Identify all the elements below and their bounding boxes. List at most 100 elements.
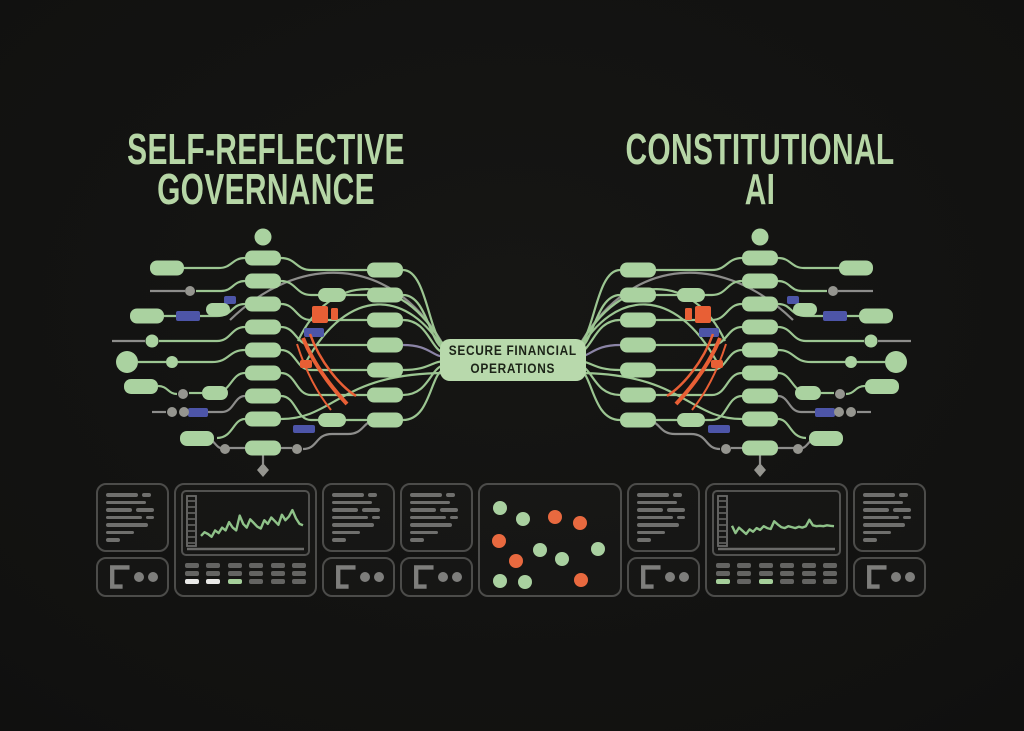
dashboard-panel-text-2 bbox=[322, 483, 395, 597]
title-right: CONSTITUTIONAL AI bbox=[617, 128, 903, 215]
indicator-dash bbox=[291, 579, 306, 584]
scatter-dot-orange bbox=[573, 516, 587, 530]
indicator-dash bbox=[716, 571, 730, 576]
text-line-row bbox=[332, 493, 385, 497]
scatter-dot-orange bbox=[492, 534, 506, 548]
indicator-dash bbox=[822, 571, 837, 576]
text-line-row bbox=[332, 515, 385, 520]
status-card bbox=[96, 557, 169, 597]
log-text-card bbox=[627, 483, 700, 552]
text-line-row bbox=[637, 500, 690, 505]
indicator-dash bbox=[291, 571, 306, 576]
indicator-dash bbox=[780, 563, 795, 568]
text-line-row bbox=[637, 530, 690, 535]
indicator-dash bbox=[270, 563, 285, 568]
center-box: SECURE FINANCIAL OPERATIONS bbox=[440, 339, 586, 381]
dashboard-panel-chart-left bbox=[174, 483, 317, 597]
text-line-row bbox=[863, 500, 916, 505]
text-line-row bbox=[863, 508, 916, 512]
dashboard-panel-text-1 bbox=[96, 483, 169, 597]
log-text-card bbox=[96, 483, 169, 552]
indicator-dash bbox=[291, 563, 306, 568]
indicator-dash bbox=[227, 563, 242, 568]
scatter-dot-green bbox=[591, 542, 605, 556]
indicator-dash bbox=[716, 563, 730, 568]
log-text-card bbox=[400, 483, 473, 552]
indicator-dash bbox=[801, 579, 816, 584]
scatter-plot bbox=[492, 501, 605, 589]
dashboard-panel-text-5 bbox=[853, 483, 926, 597]
sparkline-path bbox=[730, 518, 835, 536]
indicator-dash bbox=[206, 579, 221, 584]
scatter-dot-green bbox=[516, 512, 530, 526]
log-text-card bbox=[853, 483, 926, 552]
sparkline-path bbox=[200, 508, 304, 538]
center-box-line2: OPERATIONS bbox=[470, 361, 556, 376]
axis-ruler bbox=[186, 495, 197, 547]
status-dots-icon bbox=[891, 572, 915, 582]
network-left bbox=[110, 226, 448, 479]
chart-card bbox=[705, 483, 848, 597]
center-box-line1: SECURE FINANCIAL bbox=[448, 343, 578, 359]
text-line-row bbox=[106, 493, 159, 497]
network-right bbox=[575, 226, 913, 479]
sparkline-left-box bbox=[181, 490, 310, 556]
indicator-dash bbox=[270, 571, 285, 576]
indicator-dash bbox=[780, 571, 795, 576]
text-line-row bbox=[106, 500, 159, 505]
indicator-dash bbox=[716, 579, 730, 584]
text-line-row bbox=[410, 515, 463, 520]
terminal-bracket-icon bbox=[867, 565, 887, 589]
status-dots-icon bbox=[360, 572, 384, 582]
status-card bbox=[627, 557, 700, 597]
dashboard-panel-text-3 bbox=[400, 483, 473, 597]
terminal-bracket-icon bbox=[641, 565, 661, 589]
text-line-row bbox=[410, 500, 463, 505]
text-line-row bbox=[332, 508, 385, 512]
indicator-grid-left bbox=[181, 563, 310, 584]
indicator-dash bbox=[249, 563, 264, 568]
axis-ticks bbox=[188, 500, 195, 544]
text-line-row bbox=[637, 493, 690, 497]
scatter-dot-green bbox=[533, 543, 547, 557]
scatter-dot-green bbox=[555, 552, 569, 566]
text-line-row bbox=[863, 493, 916, 497]
title-left-line2: GOVERNANCE bbox=[157, 165, 375, 215]
scatter-dot-orange bbox=[548, 510, 562, 524]
text-line-row bbox=[106, 508, 159, 512]
title-right-line2: AI bbox=[744, 165, 776, 215]
indicator-dash bbox=[737, 571, 752, 576]
text-line-row bbox=[106, 515, 159, 520]
text-line-row bbox=[637, 523, 690, 527]
indicator-dash bbox=[822, 579, 837, 584]
indicator-dash bbox=[737, 563, 752, 568]
text-line-row bbox=[410, 530, 463, 535]
indicator-grid-right bbox=[712, 563, 841, 584]
sparkline-left bbox=[186, 495, 304, 551]
status-dots-icon bbox=[665, 572, 689, 582]
text-line-row bbox=[637, 515, 690, 520]
indicator-dash bbox=[185, 563, 199, 568]
text-line-row bbox=[332, 523, 385, 527]
text-line-row bbox=[106, 530, 159, 535]
scatter-dot-green bbox=[493, 574, 507, 588]
indicator-dash bbox=[249, 571, 264, 576]
status-card bbox=[322, 557, 395, 597]
text-line-row bbox=[106, 538, 159, 542]
indicator-dash bbox=[249, 579, 264, 584]
indicator-dash bbox=[206, 571, 221, 576]
chart-card bbox=[174, 483, 317, 597]
status-dots-icon bbox=[438, 572, 462, 582]
status-dots-icon bbox=[134, 572, 158, 582]
text-line-row bbox=[332, 530, 385, 535]
text-line-row bbox=[410, 523, 463, 527]
title-right-line1: CONSTITUTIONAL bbox=[625, 125, 895, 174]
text-line-row bbox=[637, 508, 690, 512]
indicator-dash bbox=[801, 563, 816, 568]
indicator-dash bbox=[206, 563, 221, 568]
scatter-dot-green bbox=[493, 501, 507, 515]
indicator-dash bbox=[780, 579, 795, 584]
terminal-bracket-icon bbox=[414, 565, 434, 589]
indicator-dash bbox=[227, 579, 242, 584]
